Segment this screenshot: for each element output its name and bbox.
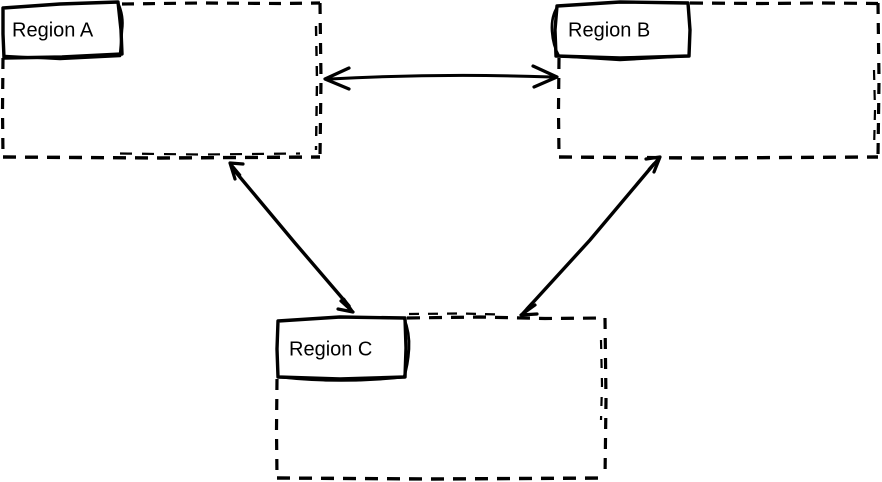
region-c-label-box[interactable]: Region C bbox=[275, 315, 411, 382]
connection-a-c-arrow[interactable] bbox=[228, 161, 355, 314]
region-a-label-box[interactable]: Region A bbox=[1, 0, 124, 61]
region-b-boundary-bottom bbox=[558, 155, 879, 160]
region-a-boundary-bottom-sketch bbox=[119, 152, 301, 156]
region-a-boundary-left bbox=[0, 57, 5, 158]
connection-b-c-arrow[interactable] bbox=[519, 155, 662, 317]
region-a-boundary-bottom bbox=[2, 155, 321, 160]
region-a-label-box-rightedge bbox=[116, 1, 124, 57]
region-b-boundary-top bbox=[689, 1, 879, 6]
connection-a-c-arrowhead-bottom-inner bbox=[342, 297, 355, 314]
region-b-label-box[interactable]: Region B bbox=[550, 0, 692, 62]
connection-a-b-arrowhead-left bbox=[323, 66, 351, 91]
region-a-boundary[interactable] bbox=[0, 1, 323, 160]
region-c-boundary[interactable] bbox=[274, 312, 608, 481]
region-c-label-box-rightedge bbox=[402, 316, 411, 379]
region-c-boundary-right-sketch bbox=[599, 339, 604, 421]
region-a-boundary-right-sketch bbox=[314, 25, 319, 151]
region-b-boundary-left bbox=[556, 57, 561, 158]
region-a-label-box-underline bbox=[3, 54, 122, 61]
region-c-boundary-top bbox=[406, 315, 606, 321]
connection-a-b-arrowhead-right bbox=[531, 64, 559, 89]
region-a-boundary-right bbox=[318, 2, 323, 158]
connection-a-b-line bbox=[328, 73, 554, 81]
connection-b-c-arrowhead-top-inner bbox=[647, 155, 662, 171]
region-b-boundary-right-sketch bbox=[872, 69, 877, 151]
region-b-boundary-right bbox=[876, 2, 881, 158]
region-c-label-box-underline bbox=[277, 375, 407, 382]
connection-a-b-arrow[interactable] bbox=[323, 64, 559, 91]
region-b-label-box-underline bbox=[555, 54, 691, 62]
region-b-label-box-leftedge bbox=[550, 4, 561, 58]
region-c-boundary-bottom bbox=[276, 476, 606, 481]
region-c-boundary-left bbox=[274, 378, 279, 479]
region-c-label: Region C bbox=[289, 338, 372, 360]
region-c-boundary-right bbox=[603, 317, 608, 479]
connection-a-c-line bbox=[232, 168, 351, 308]
region-a-label-box-outline bbox=[1, 0, 124, 60]
region-a-label: Region A bbox=[12, 19, 94, 41]
connection-a-c-arrowhead-top-inner bbox=[228, 161, 242, 177]
connection-b-c-arrowhead-bottom-inner bbox=[519, 301, 534, 317]
region-a-boundary-top bbox=[121, 1, 321, 6]
region-c-boundary-top-sketch bbox=[408, 312, 501, 316]
region-b-boundary[interactable] bbox=[556, 1, 881, 160]
connection-b-c-line bbox=[525, 162, 656, 311]
region-b-label: Region B bbox=[568, 19, 650, 41]
